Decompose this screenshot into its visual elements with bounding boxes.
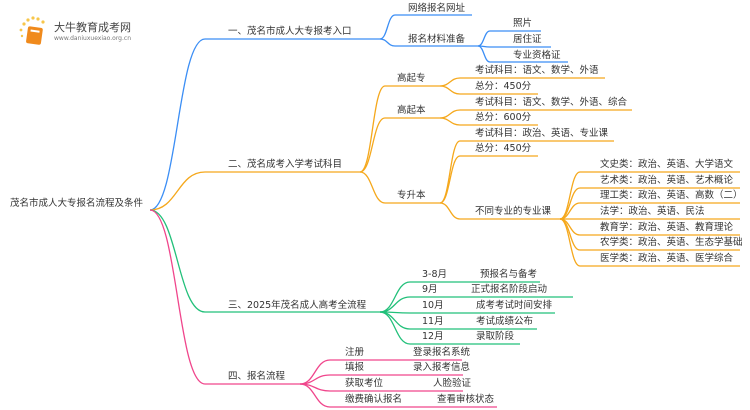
major-item: 法学：政治、英语、民法 bbox=[600, 206, 705, 217]
line bbox=[439, 155, 538, 204]
step-name: 注册 bbox=[345, 347, 365, 358]
line bbox=[359, 85, 440, 173]
major-item: 艺术类：政治、英语、艺术概论 bbox=[600, 175, 734, 186]
line bbox=[439, 202, 560, 220]
branch-4-label: 四、报名流程 bbox=[228, 371, 286, 382]
node-gqz: 高起专 bbox=[397, 73, 426, 84]
line bbox=[477, 45, 551, 48]
timeline-event: 成考考试时间安排 bbox=[476, 300, 553, 311]
line bbox=[439, 109, 632, 119]
step-detail: 登录报名系统 bbox=[413, 347, 471, 358]
timeline-event: 正式报名阶段启动 bbox=[471, 284, 548, 295]
branch-3-label: 三、2025年茂名成人高考全流程 bbox=[228, 300, 367, 311]
step-name: 缴费确认报名 bbox=[345, 394, 403, 405]
material-item: 专业资格证 bbox=[513, 50, 561, 61]
branch-1-line bbox=[149, 38, 380, 211]
major-item: 农学类：政治、英语、生态学基础 bbox=[600, 237, 743, 248]
subject-item: 总分：450分 bbox=[475, 143, 532, 154]
line bbox=[299, 383, 497, 408]
line bbox=[477, 45, 568, 63]
root-node: 茂名市成人大专报名流程及条件 bbox=[10, 198, 144, 209]
line bbox=[379, 14, 472, 40]
step-detail: 查看审核状态 bbox=[437, 394, 495, 405]
branch-2-label: 二、茂名成考入学考试科目 bbox=[228, 159, 343, 170]
subject-item: 考试科目：语文、数学、外语、综合 bbox=[475, 97, 628, 108]
line bbox=[439, 117, 538, 126]
line bbox=[439, 85, 538, 95]
node-gqb: 高起本 bbox=[397, 105, 426, 116]
major-item: 教育学：政治、英语、教育理论 bbox=[600, 222, 734, 233]
line bbox=[359, 171, 440, 204]
major-item: 理工类：政治、英语、高数（二） bbox=[600, 190, 743, 201]
node-materials: 报名材料准备 bbox=[408, 34, 466, 45]
timeline-event: 录取阶段 bbox=[476, 331, 515, 342]
major-item: 医学类：政治、英语、医学综合 bbox=[600, 253, 734, 264]
timeline-event: 预报名与备考 bbox=[480, 269, 538, 280]
line bbox=[559, 218, 740, 267]
material-item: 照片 bbox=[513, 18, 533, 29]
step-name: 填报 bbox=[345, 362, 365, 373]
branch-2-line bbox=[149, 171, 360, 211]
material-item: 居住证 bbox=[513, 34, 542, 45]
logo: 大牛教育成考网 www.daniuxuexiao.org.cn bbox=[18, 16, 138, 48]
major-item: 文史类：政治、英语、大学语文 bbox=[600, 159, 734, 170]
line bbox=[379, 311, 555, 314]
subject-item: 总分：450分 bbox=[475, 81, 532, 92]
subject-item: 不同专业的专业课 bbox=[475, 206, 552, 217]
subject-item: 总分：600分 bbox=[475, 112, 532, 123]
line bbox=[379, 311, 520, 345]
timeline-month: 10月 bbox=[422, 300, 444, 311]
book-logo-icon bbox=[19, 16, 45, 45]
logo-title: 大牛教育成考网 bbox=[54, 21, 131, 34]
branch-3-line bbox=[149, 209, 380, 313]
node-online-url: 网络报名网址 bbox=[408, 3, 466, 14]
line bbox=[379, 38, 478, 47]
branch-4-line bbox=[149, 209, 300, 385]
node-zsb: 专升本 bbox=[397, 190, 426, 201]
logo-url: www.daniuxuexiao.org.cn bbox=[54, 35, 131, 42]
timeline-month: 3-8月 bbox=[422, 269, 448, 280]
step-detail: 人脸验证 bbox=[433, 378, 472, 389]
line bbox=[359, 117, 440, 173]
step-detail: 录入报考信息 bbox=[413, 362, 471, 373]
timeline-event: 考试成绩公布 bbox=[476, 316, 534, 327]
timeline-month: 12月 bbox=[422, 331, 444, 342]
step-name: 获取考位 bbox=[345, 378, 384, 389]
timeline-month: 9月 bbox=[422, 284, 438, 295]
branch-1-label: 一、茂名市成人大专报考入口 bbox=[228, 26, 352, 37]
subject-item: 考试科目：政治、英语、专业课 bbox=[475, 128, 609, 139]
subject-item: 考试科目：语文、数学、外语 bbox=[475, 65, 599, 76]
timeline-month: 11月 bbox=[422, 316, 444, 327]
